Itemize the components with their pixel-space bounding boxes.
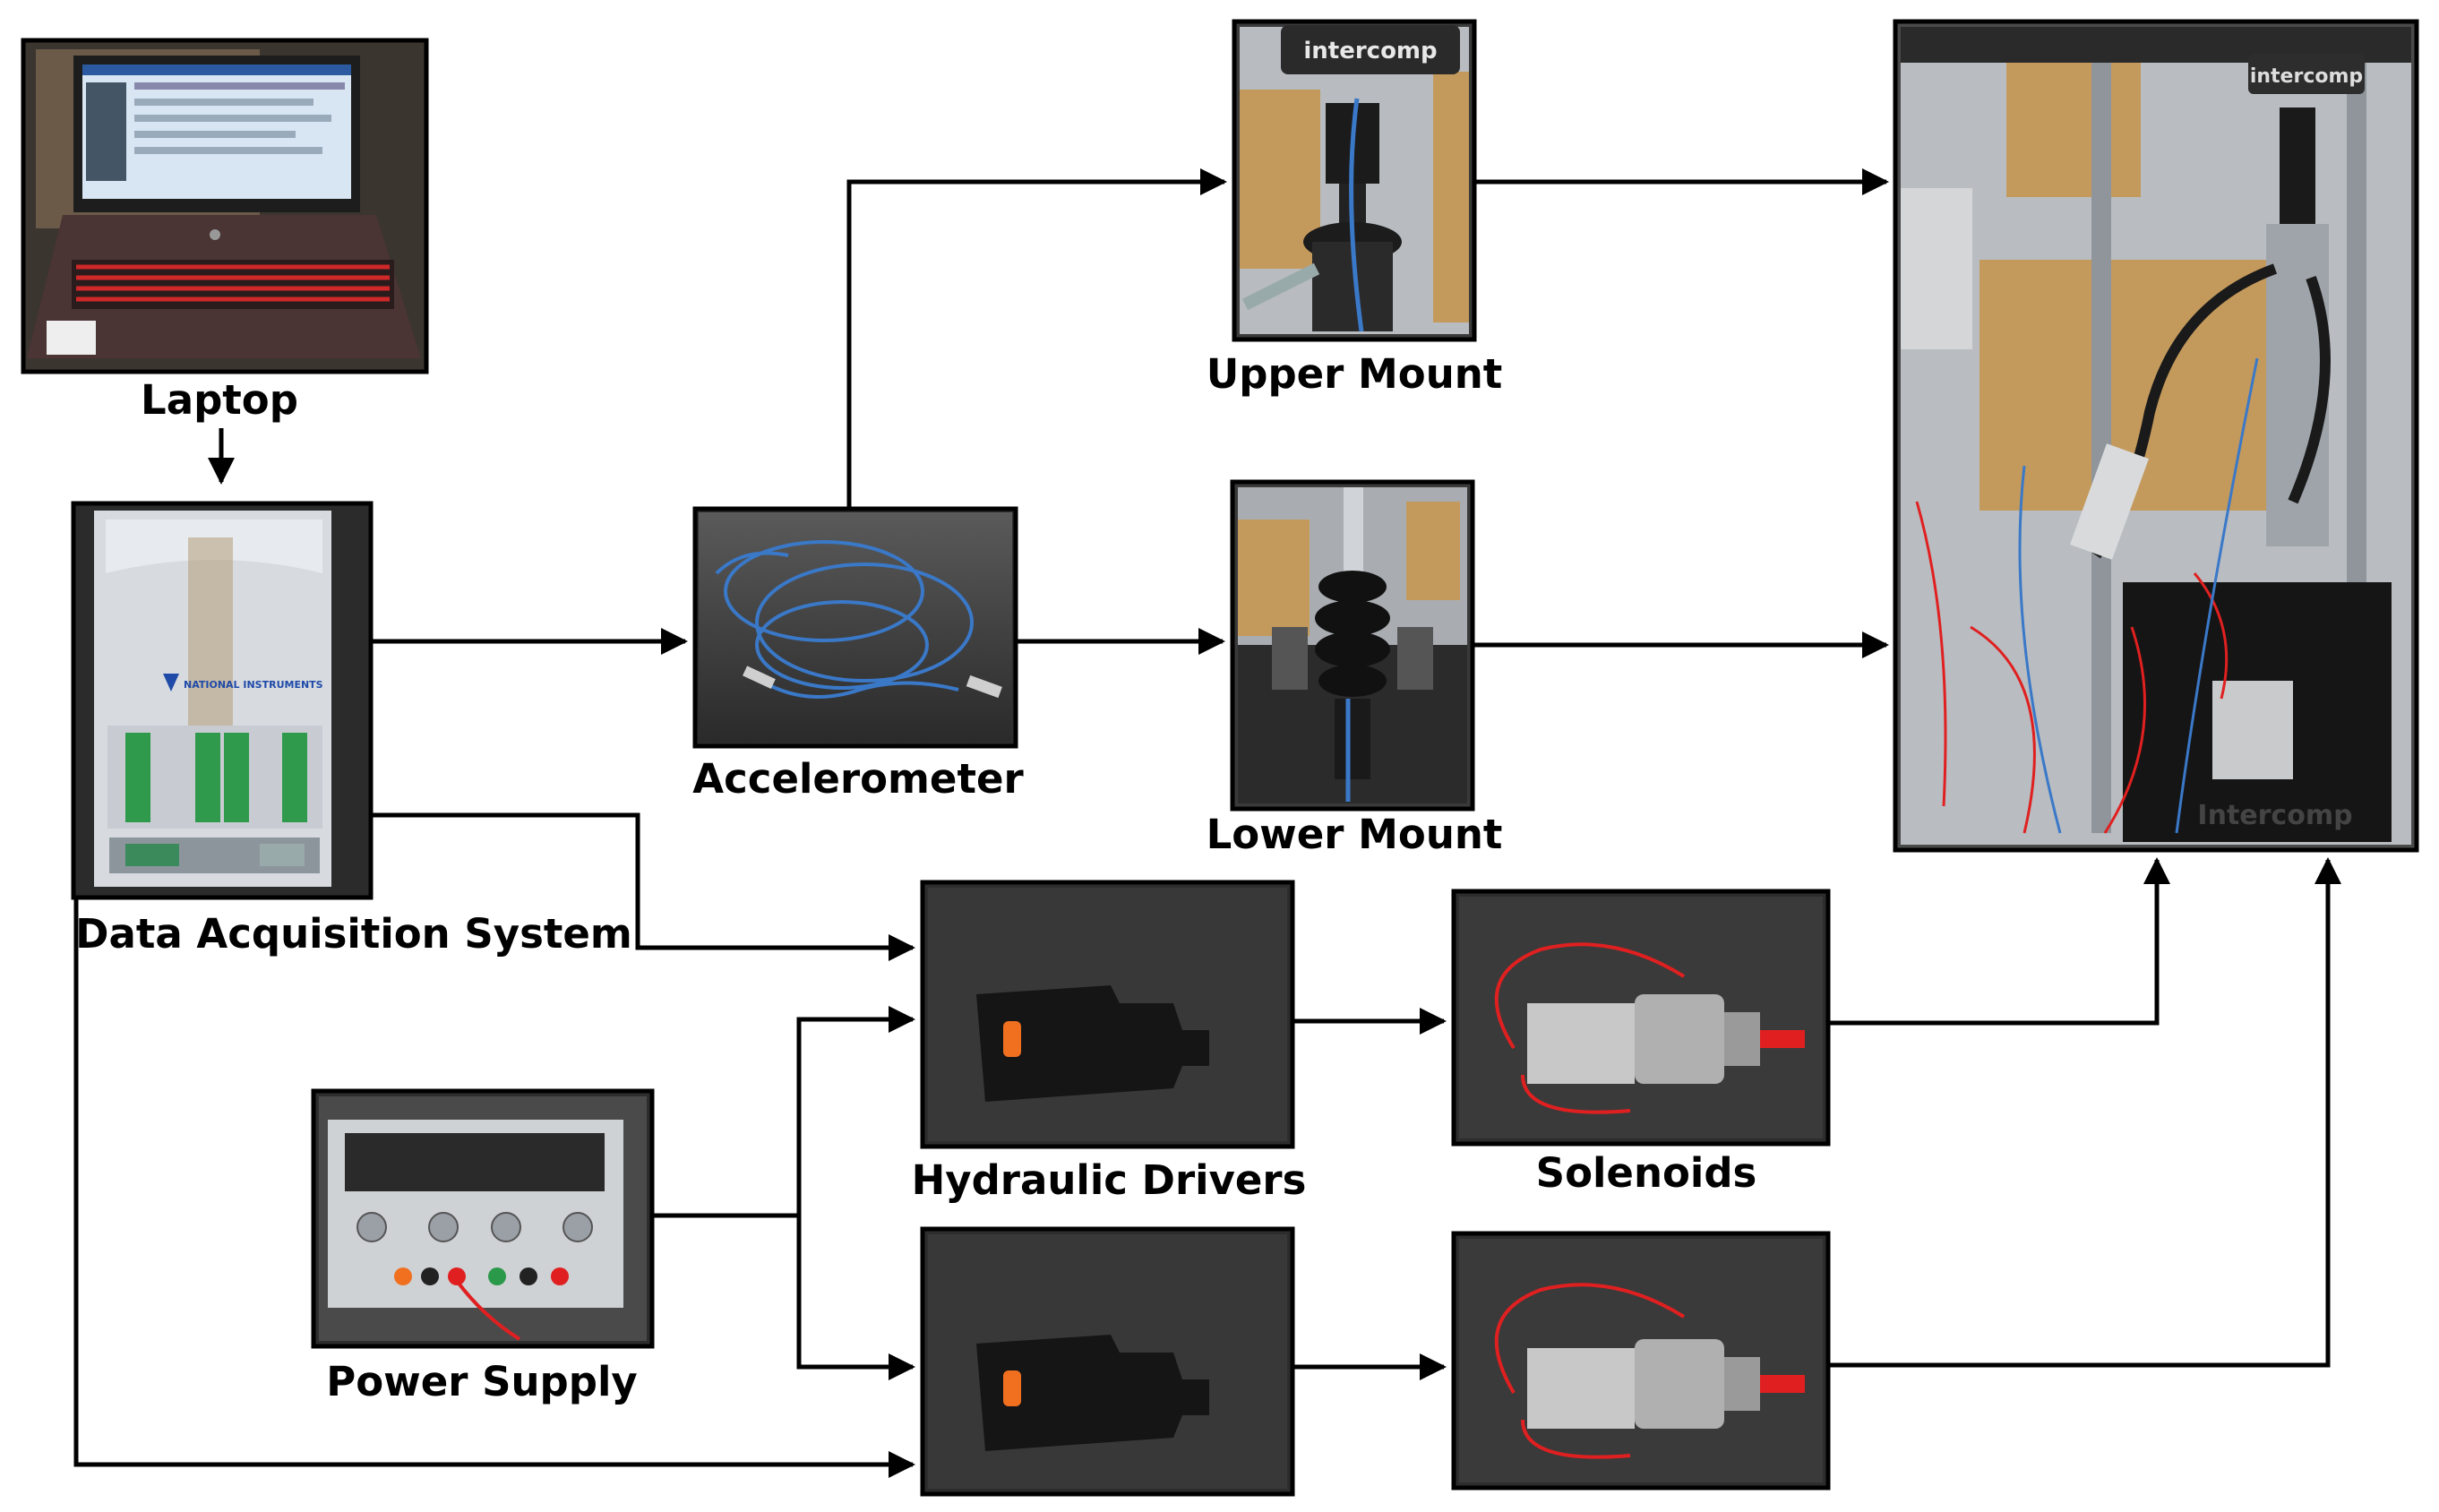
- power-supply-label: Power Supply: [326, 1358, 637, 1405]
- accelerometer-photo: [692, 506, 1018, 749]
- hydraulic-driver-top-photo: [920, 880, 1295, 1149]
- daq-photo: NATIONAL INSTRUMENTS: [71, 501, 374, 900]
- laptop-label: Laptop: [141, 376, 298, 424]
- accelerometer-label: Accelerometer: [692, 755, 1024, 803]
- daq-label: Data Acquisition System: [75, 910, 632, 958]
- ni-logo-text: NATIONAL INSTRUMENTS: [184, 679, 323, 691]
- lower-mount-label: Lower Mount: [1207, 811, 1503, 858]
- solenoids-label: Solenoids: [1536, 1149, 1757, 1197]
- hydraulic-driver-bottom-photo: [920, 1226, 1295, 1497]
- upper-mount-brand-text: intercomp: [1303, 38, 1437, 64]
- test-rig-brand-text: intercomp: [2250, 65, 2363, 88]
- lower-mount-photo: [1230, 479, 1475, 812]
- arrow-accelerometer-to-upper-mount: [846, 168, 1227, 509]
- hydraulic-drivers-label: Hydraulic Drivers: [912, 1156, 1307, 1204]
- arrow-daq-to-hydraulic-driver-top: [371, 812, 915, 961]
- upper-mount-photo: intercomp: [1232, 19, 1477, 342]
- upper-mount-label: Upper Mount: [1207, 350, 1503, 398]
- laptop-photo: [21, 38, 429, 374]
- arrow-solenoid-top-to-rig: [1828, 857, 2170, 1026]
- arrow-power-supply-to-hydraulic-driver-top: [796, 1006, 915, 1216]
- solenoid-top-photo: [1451, 889, 1831, 1147]
- arrow-daq-to-hydraulic-driver-bottom: [73, 898, 915, 1478]
- arrow-solenoid-bottom-to-rig: [1828, 857, 2341, 1368]
- solenoid-bottom-photo: [1451, 1231, 1831, 1491]
- test-rig-photo: intercomp Intercomp: [1893, 19, 2419, 853]
- test-rig-base-brand-text: Intercomp: [2197, 800, 2352, 831]
- ni-logo-icon: NATIONAL INSTRUMENTS: [163, 674, 323, 692]
- arrow-power-supply-to-hydraulic-driver-bottom: [796, 1216, 915, 1380]
- power-supply-photo: [311, 1088, 655, 1349]
